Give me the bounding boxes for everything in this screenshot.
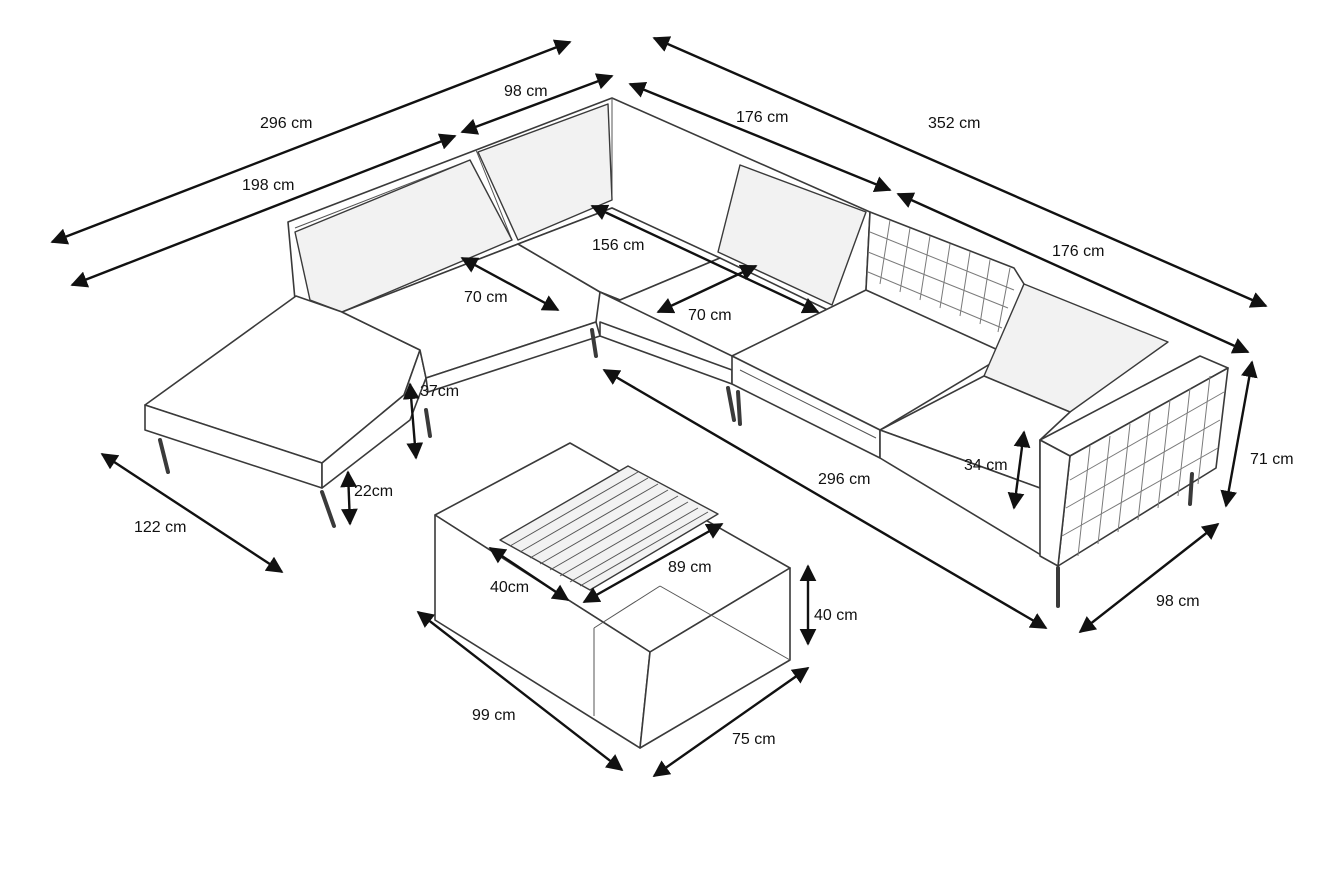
label-table-depth: 75 cm: [732, 731, 776, 748]
arrow-chaise-back: [70, 133, 457, 288]
label-front-length: 296 cm: [818, 471, 870, 488]
label-chaise-back: 198 cm: [242, 177, 294, 194]
label-right-depth: 98 cm: [1156, 593, 1200, 610]
arrow-back-height: [1220, 360, 1258, 508]
arrow-tray-width: [488, 547, 570, 601]
arrow-middle-seat-depth: [656, 264, 758, 314]
label-total-right-side: 352 cm: [928, 115, 980, 132]
sofa-set: [144, 97, 1229, 749]
arrow-chaise-leg-height: [340, 470, 358, 526]
label-right-sofa: 176 cm: [1052, 243, 1104, 260]
arrow-chaise-seat-height: [402, 382, 424, 460]
label-middle-sofa: 176 cm: [736, 109, 788, 126]
arrow-right-depth: [1078, 522, 1220, 634]
arrow-front-length: [602, 368, 1048, 630]
arrow-right-sofa: [896, 192, 1250, 354]
arrow-chaise-seat-depth: [460, 256, 560, 312]
right-sofa: [865, 211, 1229, 608]
coffee-table: [434, 442, 791, 749]
arrow-corner-diagonal: [590, 204, 820, 314]
label-chaise-seat-height: 37cm: [420, 383, 459, 400]
label-back-height: 71 cm: [1250, 451, 1294, 468]
label-chaise-seat-depth: 70 cm: [464, 289, 508, 306]
label-table-height: 40 cm: [814, 607, 858, 624]
arrow-table-length: [416, 610, 624, 772]
arrow-armrest-height: [1007, 430, 1031, 510]
label-chaise-length: 122 cm: [134, 519, 186, 536]
dimension-labels: 296 cm 198 cm 98 cm 176 cm 352 cm 176 cm…: [134, 83, 1294, 748]
label-middle-seat-depth: 70 cm: [688, 307, 732, 324]
label-chaise-leg-height: 22cm: [354, 483, 393, 500]
arrow-table-depth: [652, 667, 810, 777]
label-table-length: 99 cm: [472, 707, 516, 724]
label-corner-diagonal: 156 cm: [592, 237, 644, 254]
arrow-chaise-length: [100, 452, 284, 574]
arrow-tray-length: [582, 522, 724, 604]
arrow-corner-depth: [460, 73, 614, 135]
label-corner-depth: 98 cm: [504, 83, 548, 100]
label-total-left-side: 296 cm: [260, 115, 312, 132]
label-tray-width: 40cm: [490, 579, 529, 596]
dimension-arrows: [50, 36, 1268, 777]
label-armrest-height: 34 cm: [964, 457, 1008, 474]
label-tray-length: 89 cm: [668, 559, 712, 576]
